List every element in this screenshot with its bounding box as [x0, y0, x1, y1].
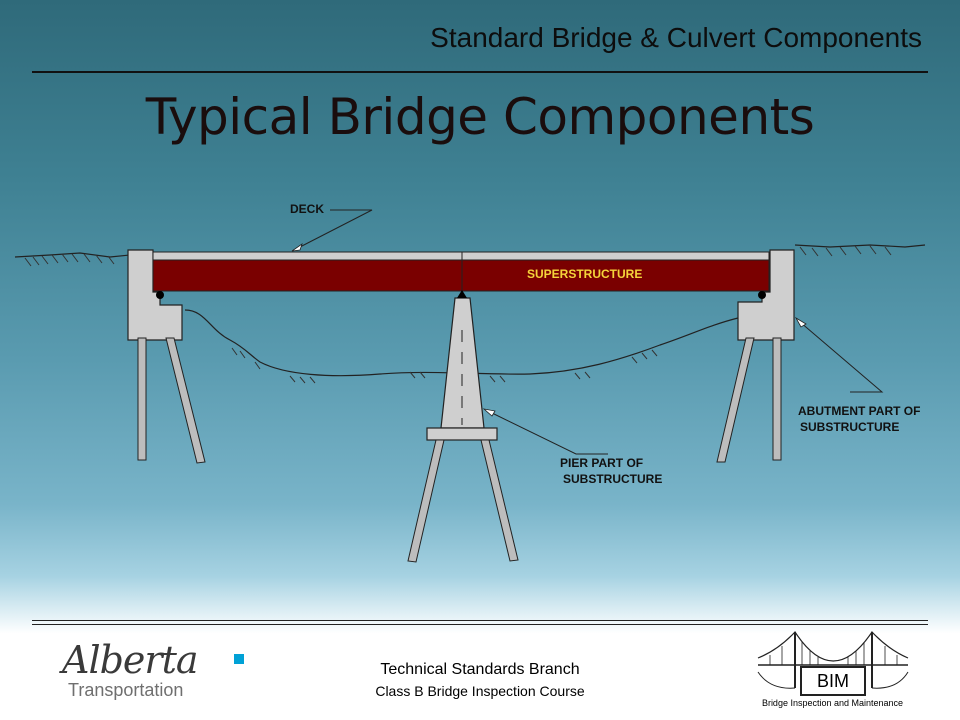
pier-leader-arrow	[482, 408, 496, 417]
channel-hatch	[231, 347, 658, 384]
right-pile-battered	[716, 337, 755, 463]
right-pile-vertical	[772, 337, 782, 461]
header-divider	[32, 71, 928, 73]
pier-label-line2: SUBSTRUCTURE	[563, 472, 662, 486]
pier-footing	[426, 427, 498, 441]
logo-subtitle: Transportation	[68, 680, 184, 700]
abutment-leader-arrow	[794, 316, 807, 328]
logo-wordmark: Alberta	[62, 638, 198, 682]
footer-divider-bottom	[32, 624, 928, 625]
bim-badge: BIM	[800, 666, 866, 696]
abutment-leader	[799, 321, 884, 393]
channel-profile	[184, 309, 739, 377]
superstructure-label: SUPERSTRUCTURE	[527, 267, 642, 281]
ground-line-left	[14, 252, 131, 258]
pier-label-line1: PIER PART OF	[560, 456, 643, 470]
left-pile-battered	[165, 337, 206, 464]
abutment-label-line2: SUBSTRUCTURE	[800, 420, 899, 434]
deck-label: DECK	[290, 202, 324, 216]
ground-line-right	[794, 244, 926, 248]
pier-pile-right	[480, 439, 519, 562]
abutment-label-line1: ABUTMENT PART OF	[798, 404, 920, 418]
pier-bearing	[457, 290, 467, 298]
pier-pile-left	[407, 439, 445, 563]
header-title: Standard Bridge & Culvert Components	[430, 22, 922, 53]
slide-title: Typical Bridge Components	[145, 88, 815, 146]
bim-bridge-emblem	[757, 631, 909, 689]
ground-hatch-left	[24, 253, 115, 267]
footer-divider-top	[32, 620, 928, 621]
deck	[152, 251, 770, 261]
deck-leader-arrow	[291, 242, 303, 252]
right-bearing	[758, 291, 766, 299]
logo-square-icon	[234, 654, 244, 664]
bim-caption: Bridge Inspection and Maintenance	[761, 698, 904, 708]
deck-leader	[297, 209, 373, 249]
ground-hatch-right	[799, 245, 892, 257]
left-bearing	[156, 291, 164, 299]
left-pile-vertical	[137, 337, 147, 461]
superstructure-girder	[152, 259, 770, 292]
footer-branch: Technical Standards Branch	[380, 661, 580, 678]
alberta-transportation-logo: Alberta Transportation	[62, 638, 244, 700]
footer-course: Class B Bridge Inspection Course	[375, 683, 585, 699]
pier-leader	[489, 411, 608, 455]
